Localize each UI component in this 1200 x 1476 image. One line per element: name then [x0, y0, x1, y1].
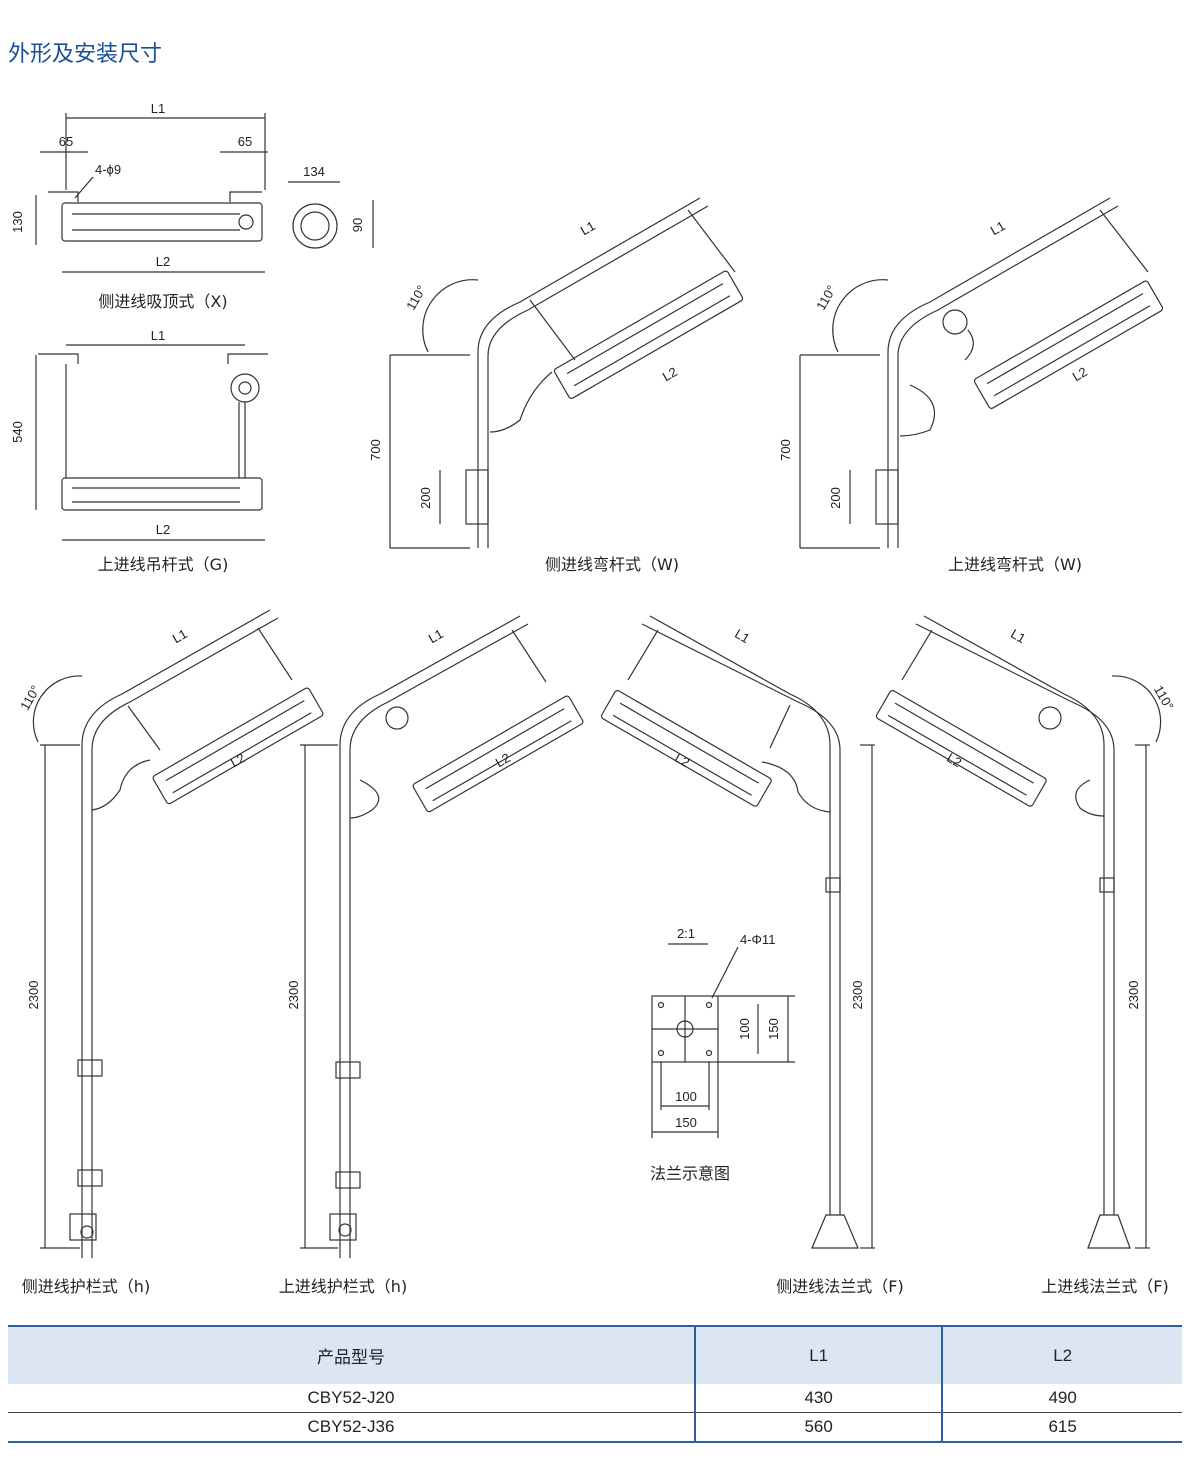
dim-700: 700 — [778, 439, 793, 461]
dim-l1: L1 — [151, 328, 165, 343]
dim-l1: L1 — [426, 626, 446, 646]
dim-l1: L1 — [151, 101, 165, 116]
dim-l2: L2 — [156, 254, 170, 269]
spec-table: 产品型号 L1 L2 CBY52-J20 430 490 CBY52-J36 5… — [8, 1325, 1182, 1443]
table-row: CBY52-J36 560 615 — [8, 1412, 1182, 1443]
figure-bend-pole-top: 700 200 110° L1 L2 — [778, 197, 1164, 549]
caption-ceiling-mount: 侧进线吸顶式（X) — [98, 292, 227, 311]
dim-200: 200 — [418, 487, 433, 509]
figure-guardrail-side: 2300 110° L1 L2 — [17, 609, 324, 1258]
figure-ceiling-mount: L1 65 65 4-ϕ9 130 L2 134 90 — [10, 101, 374, 273]
dim-540: 540 — [10, 421, 25, 443]
dim-134: 134 — [303, 164, 325, 179]
figure-bend-pole-side: 700 200 110° L1 L2 — [368, 197, 744, 549]
caption-bend-pole-side: 侧进线弯杆式（W) — [545, 555, 679, 574]
installation-drawing: L1 65 65 4-ϕ9 130 L2 134 90 侧进线吸顶式（X) L1… — [10, 101, 1177, 1296]
dim-150-horizontal: 150 — [675, 1115, 697, 1130]
cell-l2: 490 — [941, 1384, 1182, 1413]
dim-hole-4-11: 4-Φ11 — [740, 932, 775, 947]
caption-flange-side: 侧进线法兰式（F) — [776, 1277, 903, 1296]
dim-130: 130 — [10, 211, 25, 233]
dim-100-vertical: 100 — [737, 1018, 752, 1040]
dim-65-right: 65 — [238, 134, 252, 149]
dim-l2: L2 — [156, 522, 170, 537]
caption-bend-pole-top: 上进线弯杆式（W) — [948, 555, 1082, 574]
dim-100-horizontal: 100 — [675, 1089, 697, 1104]
dim-110-deg: 110° — [813, 283, 839, 313]
header-l1: L1 — [694, 1325, 943, 1384]
dim-l1: L1 — [732, 626, 752, 646]
caption-guardrail-side: 侧进线护栏式（h) — [22, 1277, 150, 1296]
dim-l2: L2 — [493, 750, 513, 770]
figure-flange-detail: 2:1 4-Φ11 100 150 100 150 — [651, 926, 795, 1138]
page-title: 外形及安装尺寸 — [8, 42, 163, 67]
figure-pendant-mount: L1 540 L2 — [10, 328, 268, 541]
dim-65-left: 65 — [59, 134, 73, 149]
caption-flange-top: 上进线法兰式（F) — [1041, 1277, 1168, 1296]
table-row: CBY52-J20 430 490 — [8, 1384, 1182, 1413]
dim-200: 200 — [828, 487, 843, 509]
caption-flange-detail: 法兰示意图 — [650, 1164, 730, 1183]
dim-l2: L2 — [1070, 364, 1090, 384]
dim-2300: 2300 — [26, 981, 41, 1010]
figure-guardrail-top: 2300 L1 L2 — [286, 615, 584, 1258]
figure-flange-top: 2300 110° L1 L2 — [875, 615, 1177, 1249]
header-l2: L2 — [941, 1325, 1182, 1384]
dim-110-deg: 110° — [403, 283, 429, 313]
header-model: 产品型号 — [8, 1325, 696, 1384]
cell-l1: 430 — [694, 1384, 943, 1413]
dim-l1: L1 — [1008, 626, 1028, 646]
dim-2300: 2300 — [850, 981, 865, 1010]
dim-l2: L2 — [944, 750, 964, 770]
dim-l2: L2 — [228, 750, 248, 770]
figure-flange-side: 2300 L1 L2 — [600, 615, 875, 1249]
cell-l2: 615 — [941, 1412, 1182, 1443]
cell-model: CBY52-J20 — [8, 1384, 696, 1413]
dim-l2: L2 — [672, 750, 692, 770]
dim-l2: L2 — [660, 364, 680, 384]
dim-l1: L1 — [988, 218, 1008, 238]
dim-hole-4-9: 4-ϕ9 — [95, 162, 121, 177]
dim-2300: 2300 — [1126, 981, 1141, 1010]
caption-guardrail-top: 上进线护栏式（h) — [279, 1277, 407, 1296]
caption-pendant-mount: 上进线吊杆式（G) — [98, 555, 229, 574]
dim-2300: 2300 — [286, 981, 301, 1010]
cell-model: CBY52-J36 — [8, 1412, 696, 1443]
dim-l1: L1 — [170, 626, 190, 646]
dim-700: 700 — [368, 439, 383, 461]
dim-scale: 2:1 — [677, 926, 695, 941]
cell-l1: 560 — [694, 1412, 943, 1443]
dim-110-deg: 110° — [1151, 683, 1177, 713]
dim-90: 90 — [350, 218, 365, 232]
dim-150-vertical: 150 — [766, 1018, 781, 1040]
dim-l1: L1 — [578, 218, 598, 238]
dim-110-deg: 110° — [17, 683, 43, 713]
